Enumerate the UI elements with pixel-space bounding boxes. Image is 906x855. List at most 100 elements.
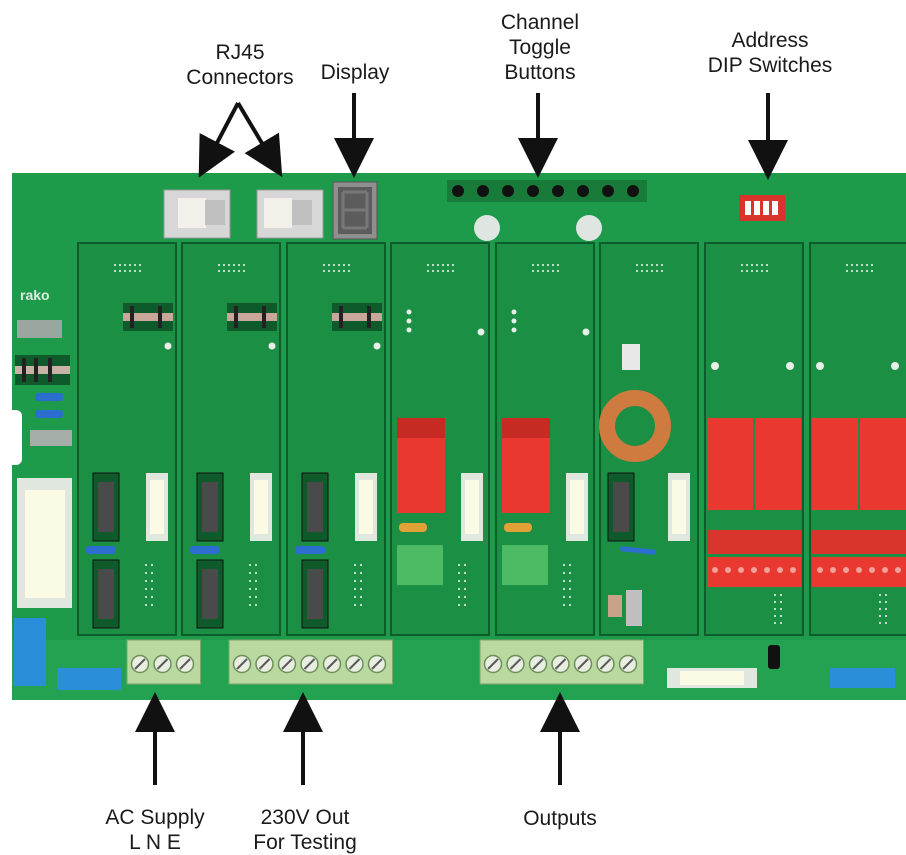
module-dot [884,607,888,611]
module-dot [347,269,351,273]
module-fuse-holder [123,303,173,331]
terminal-slot [348,658,361,670]
module-dot [884,621,888,625]
module-dot [248,563,252,567]
module-pin [856,567,862,573]
module-dot [655,269,659,273]
module-dot [332,263,336,267]
module-fuse-glass [465,480,479,534]
terminal-slot [554,658,567,670]
left-component-grey [17,320,62,338]
module-dot [562,571,566,575]
arrow-group [135,93,788,785]
module-dot [144,603,148,607]
module-relay-2 [860,418,906,510]
module-5 [495,242,595,636]
module-dot [457,563,461,567]
rj45-label-line2: Connectors [186,66,294,89]
module-varistor [504,523,532,532]
module-dot [635,269,639,273]
module-dot [242,263,246,267]
module-dot [133,263,137,267]
module-dot [457,595,461,599]
address-dip-switches-label: Address DIP Switches [690,28,850,78]
module-led [406,327,412,333]
module-dot [562,603,566,607]
module-dot [436,269,440,273]
terminal-slot [371,658,383,670]
module-dot [248,571,252,575]
module-fuse-glass [150,480,164,534]
toggle-button-3[interactable] [502,185,514,197]
module-led [406,309,412,315]
module-dot [353,587,357,591]
module-dot [254,571,258,575]
arrow-rj45-right [236,101,283,178]
module-dot [337,269,341,273]
ac-supply-label-line1: AC Supply [105,806,205,829]
toggle-button-8[interactable] [627,185,639,197]
module-capacitor [86,546,116,554]
module-group [77,242,906,636]
module-dot [113,269,117,273]
module-dot [144,563,148,567]
module-dot [463,595,467,599]
module-dot [773,593,777,597]
module-dot [227,263,231,267]
dip-label-line2: DIP Switches [707,54,833,77]
toggle-button-7[interactable] [602,185,614,197]
toggle-button-4[interactable] [527,185,539,197]
terminal-blocks [126,639,644,685]
module-dot [860,263,864,267]
module-dot [457,587,461,591]
toggle-button-5[interactable] [552,185,564,197]
module-dot [779,614,783,618]
module-dot [541,269,545,273]
terminal-slot [577,658,589,670]
module-dot [884,614,888,618]
module-pin [882,567,888,573]
module-dot [451,269,455,273]
module-block [397,545,443,585]
module-fuse-glass [254,480,268,534]
toggle-button-6[interactable] [577,185,589,197]
module-dot [254,587,258,591]
module-dot [150,603,154,607]
module-led [511,309,517,315]
module-relay-top [397,418,445,438]
module-dot [850,269,854,273]
module-dot [568,563,572,567]
module-dot [118,269,122,273]
module-dot [773,614,777,618]
module-dot [779,593,783,597]
module-dot [878,614,882,618]
module-dot [353,603,357,607]
terminal-slot [281,658,293,670]
module-dot [463,579,467,583]
module-triac-2-body [202,569,218,619]
module-dot [660,269,664,273]
toggle-button-1[interactable] [452,185,464,197]
module-fuse-glass [570,480,584,534]
module-dot [347,263,351,267]
module-dot [138,269,142,273]
module-dot [353,571,357,575]
module-dot [237,263,241,267]
module-block [502,545,548,585]
module-dot [750,269,754,273]
module-dot [645,269,649,273]
module-wire [619,546,656,555]
module-dot [779,621,783,625]
terminal-slot [179,658,191,670]
module-dot [660,263,664,267]
module-dot [740,269,744,273]
toggle-button-2[interactable] [477,185,489,197]
module-dot [650,269,654,273]
module-dot [536,269,540,273]
module-dot [222,263,226,267]
module-fuse-holder [227,303,277,331]
bottom-blue-connector-left [57,668,121,690]
module-triac-body [613,482,629,532]
module-3 [286,242,386,636]
